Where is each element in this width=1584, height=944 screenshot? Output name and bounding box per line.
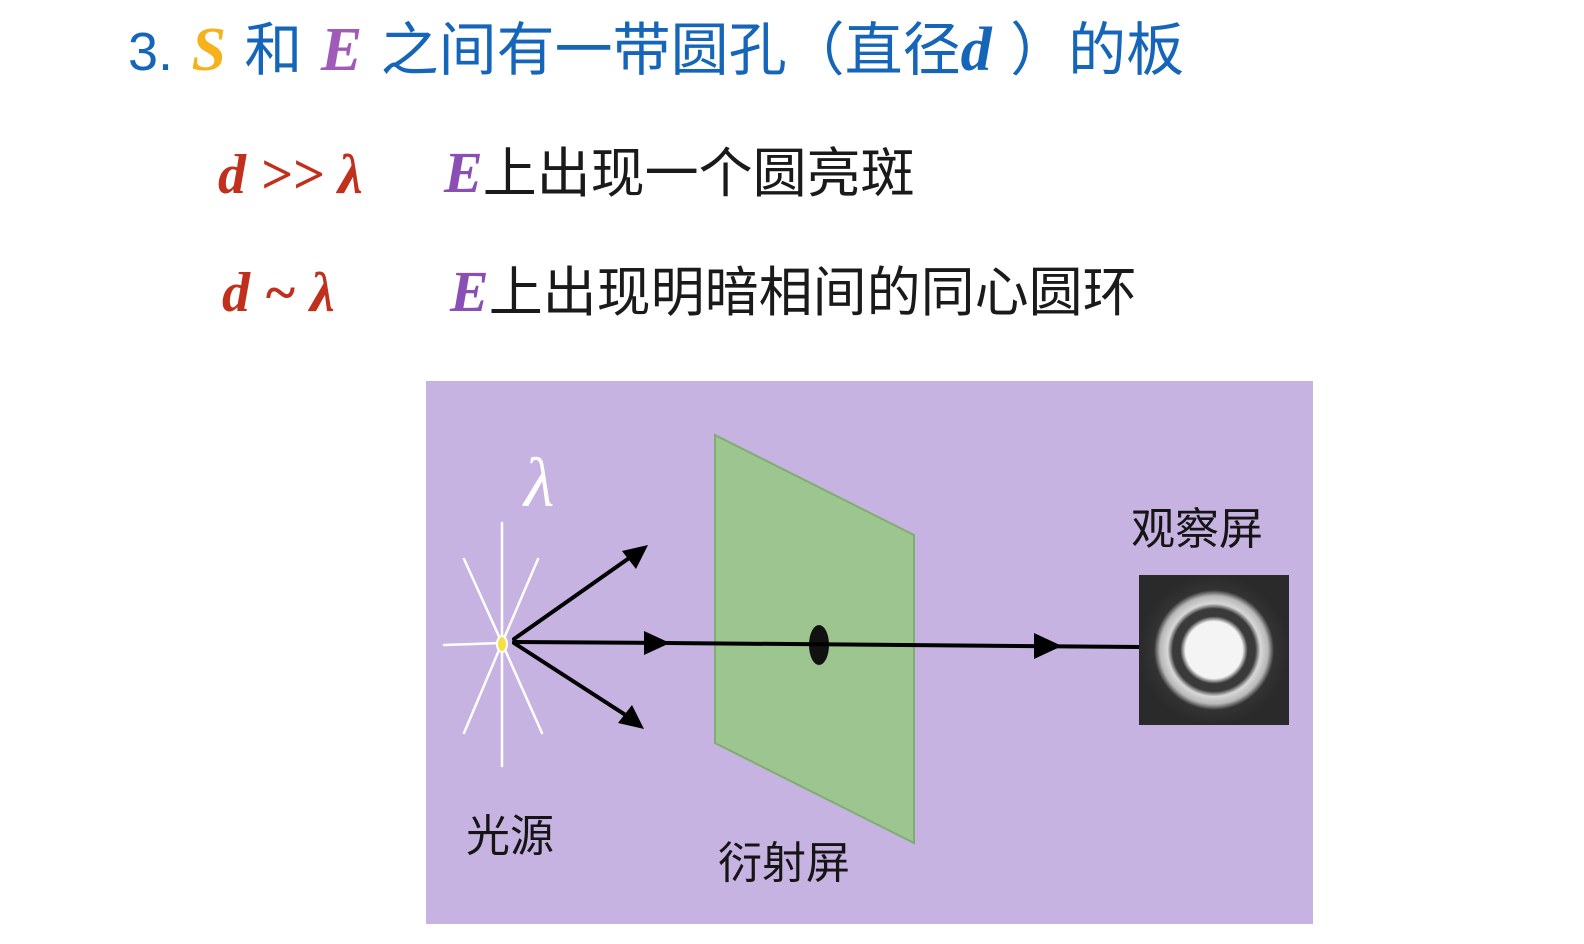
light-source-rays [442,521,544,768]
condition-large-aperture: d >> λ [218,144,363,206]
condition-comparable-aperture: d ~ λ [222,262,335,324]
observation-pattern [1139,575,1289,725]
result-text: 上出现明暗相间的同心圆环 [488,261,1137,324]
result-text: 上出现一个圆亮斑 [482,142,915,205]
title-connector: 和 [244,16,303,84]
symbol-d: d [960,16,992,84]
diffraction-screen-label: 衍射屏 [718,838,850,889]
light-source-point [496,635,508,653]
symbol-s: S [191,16,226,84]
result-bright-spot: E上出现一个圆亮斑 [444,138,915,209]
observation-screen-label: 观察屏 [1131,504,1263,555]
beam-arrow-head [1034,633,1062,659]
source-label: 光源 [466,811,554,862]
result-concentric-rings: E上出现明暗相间的同心圆环 [450,257,1137,328]
item-number: 3. [128,22,174,82]
symbol-e: E [320,16,363,84]
arrow-down-head [618,705,644,729]
arrow-up-head [622,545,648,569]
screen-variable-e: E [450,259,489,324]
title-text: 之间有一带圆孔（直径 [380,16,961,84]
emitted-arrows [512,547,668,725]
wavelength-symbol: λ [524,445,555,522]
screen-variable-e: E [444,140,483,205]
diagram-drawing [442,433,1289,845]
diffraction-diagram: λ 光源 衍射屏 观察屏 [426,381,1313,924]
title-text-end: ）的板 [1010,16,1185,84]
arrow-center-head [644,631,670,655]
slide-title: 3. S 和 E 之间有一带圆孔（直径d ）的板 [128,10,1184,92]
